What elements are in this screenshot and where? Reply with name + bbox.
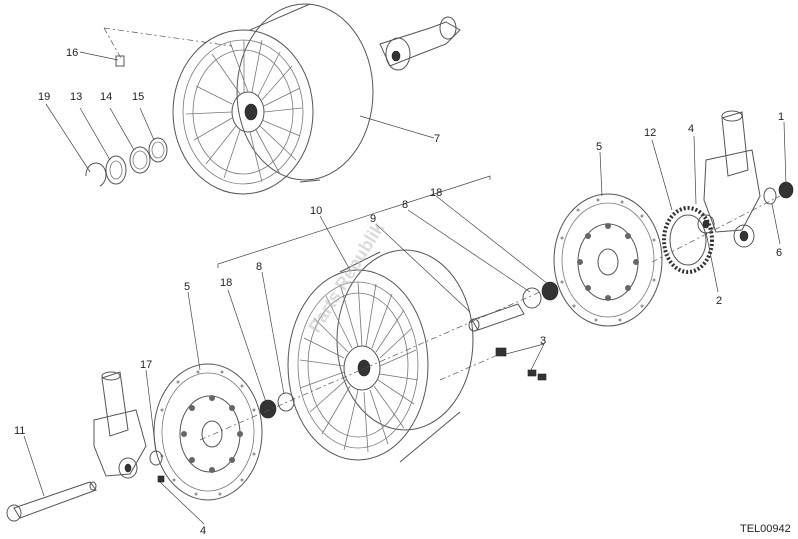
drawing-code: TEL00942 — [740, 523, 791, 535]
callout-8-right: 8 — [402, 199, 408, 211]
callout-5-left: 5 — [184, 281, 190, 293]
callout-4-right: 4 — [688, 123, 694, 135]
callout-18-right: 18 — [430, 187, 442, 199]
callout-7: 7 — [434, 133, 440, 145]
tone-wheel — [662, 206, 715, 274]
callout-18-left: 18 — [220, 277, 232, 289]
brake-disc-right — [553, 193, 663, 327]
callout-10: 10 — [310, 205, 322, 217]
callout-1: 1 — [778, 111, 784, 123]
callout-9: 9 — [370, 213, 376, 225]
callout-14: 14 — [100, 91, 112, 103]
leader-lines — [23, 51, 787, 525]
callout-2: 2 — [716, 295, 722, 307]
callout-8-left: 8 — [256, 261, 262, 273]
assembly-bracket — [217, 175, 491, 268]
callout-13: 13 — [70, 91, 82, 103]
rear-small-parts — [85, 27, 233, 187]
callout-19: 19 — [38, 91, 50, 103]
rear-wheel — [172, 3, 374, 195]
front-wheel — [287, 249, 474, 463]
valve-bolts — [439, 347, 547, 381]
callout-15: 15 — [132, 91, 144, 103]
callout-16: 16 — [66, 47, 78, 59]
front-spacer-bearings — [199, 281, 559, 441]
brake-disc-left — [153, 363, 263, 501]
callout-12: 12 — [644, 127, 656, 139]
callout-labels: 1 2 3 4 4 5 5 6 7 8 8 9 10 11 12 13 14 1… — [14, 47, 784, 537]
rear-axle-hub — [379, 16, 461, 71]
callout-17: 17 — [140, 359, 152, 371]
watermark: Parts Republik — [304, 218, 388, 336]
front-axle — [6, 481, 97, 522]
callout-6: 6 — [776, 247, 782, 259]
fork-leg-left — [93, 371, 165, 483]
callout-3: 3 — [540, 335, 546, 347]
callout-5-right: 5 — [596, 141, 602, 153]
fork-leg-right — [651, 110, 794, 263]
callout-4-left: 4 — [200, 525, 206, 537]
callout-11: 11 — [14, 425, 25, 437]
